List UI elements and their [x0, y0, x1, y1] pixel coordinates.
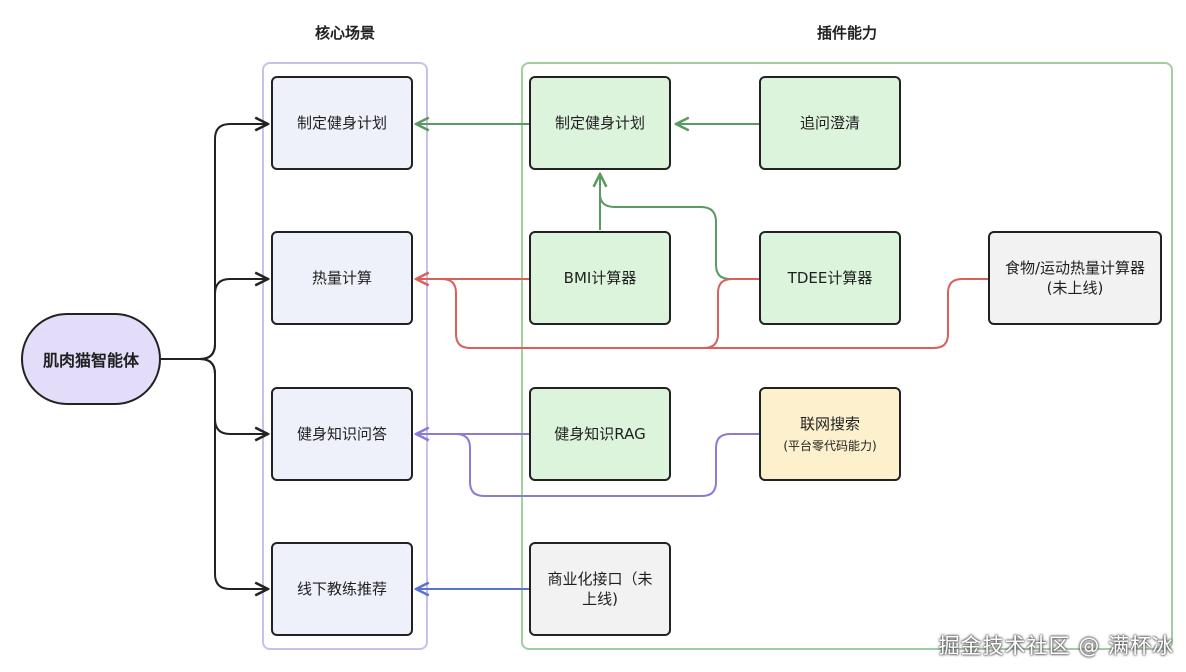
edge-root-to-qa	[199, 358, 268, 434]
plugin-bmi-calculator-label: BMI计算器	[563, 268, 637, 287]
edge-web-search-to-qa	[440, 433, 759, 497]
plugin-capabilities-heading: 插件能力	[816, 24, 877, 42]
plugin-commercial-api-line1: 商业化接口（未	[547, 569, 653, 588]
plugin-bmi-calculator: BMI计算器	[529, 231, 671, 325]
plugin-fitness-rag-label: 健身知识RAG	[554, 424, 646, 443]
plugin-web-search: 联网搜索 (平台零代码能力)	[759, 387, 901, 481]
plugin-food-exercise-calculator-label: 食物/运动热量计算器	[1004, 258, 1146, 277]
scene-fitness-plan-label: 制定健身计划	[296, 113, 387, 132]
edge-food-calc-to-calorie	[704, 278, 988, 349]
plugin-fitness-plan-label: 制定健身计划	[554, 113, 645, 132]
plugin-tdee-calculator: TDEE计算器	[759, 231, 901, 325]
scene-fitness-qa: 健身知识问答	[271, 387, 413, 481]
plugin-capabilities-group	[521, 62, 1173, 650]
edge-root-to-calorie	[199, 279, 268, 360]
plugin-tdee-calculator-label: TDEE计算器	[787, 268, 873, 287]
plugin-fitness-plan: 制定健身计划	[529, 76, 671, 170]
scene-fitness-qa-label: 健身知识问答	[296, 424, 387, 443]
scene-coach-recommend-label: 线下教练推荐	[296, 579, 387, 598]
plugin-fitness-rag: 健身知识RAG	[529, 387, 671, 481]
edge-root-to-coach	[199, 358, 268, 589]
root-label: 肌肉猫智能体	[42, 351, 139, 370]
plugin-clarify: 追问澄清	[759, 76, 901, 170]
plugin-web-search-label: 联网搜索	[799, 414, 860, 433]
scene-coach-recommend: 线下教练推荐	[271, 542, 413, 636]
scene-fitness-plan: 制定健身计划	[271, 76, 413, 170]
scene-calorie-calc-label: 热量计算	[311, 268, 372, 287]
plugin-commercial-api: 商业化接口（未 上线)	[529, 542, 671, 636]
plugin-clarify-label: 追问澄清	[799, 113, 860, 132]
plugin-food-exercise-calculator-note: (未上线)	[1046, 279, 1104, 297]
core-scenes-heading: 核心场景	[314, 24, 375, 42]
plugin-food-exercise-calculator: 食物/运动热量计算器 (未上线)	[988, 231, 1162, 325]
plugin-commercial-api-line2: 上线)	[582, 590, 618, 608]
core-scenes-group	[262, 62, 428, 650]
scene-calorie-calc: 热量计算	[271, 231, 413, 325]
plugin-web-search-note: (平台零代码能力)	[783, 439, 877, 454]
watermark: 掘金技术社区 @ 满杯冰	[938, 634, 1174, 658]
edge-tdee-to-plan-plugin	[599, 193, 759, 280]
root-node: 肌肉猫智能体	[21, 313, 161, 405]
